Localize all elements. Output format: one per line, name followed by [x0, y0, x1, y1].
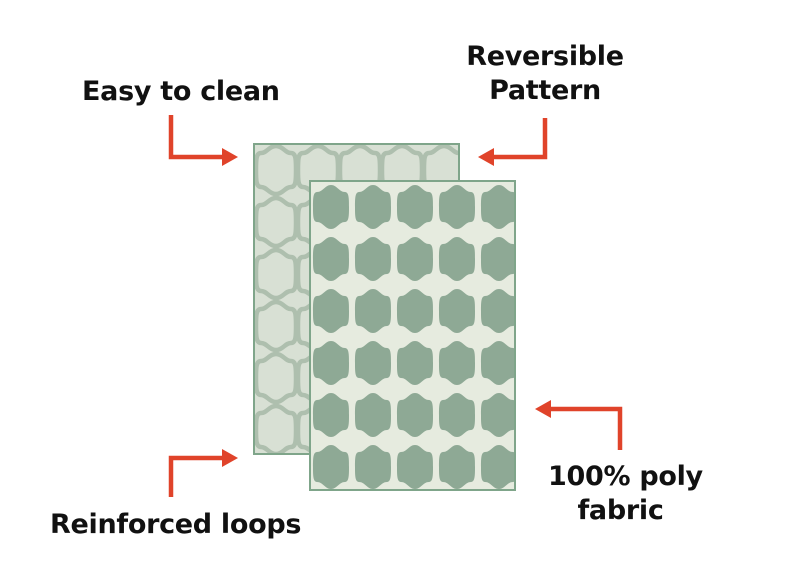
arrow-easy-to-clean — [168, 115, 238, 166]
callout-poly-fabric: 100% poly fabric — [548, 460, 703, 528]
callout-reversible-line1: Reversible — [466, 41, 624, 72]
callout-easy-to-clean: Easy to clean — [82, 75, 280, 109]
arrow-reversible-pattern — [478, 118, 548, 166]
front-rug — [309, 180, 516, 491]
callout-reinforced-loops-text: Reinforced loops — [50, 509, 302, 540]
callout-poly-line1: 100% poly — [548, 461, 703, 492]
callout-easy-to-clean-text: Easy to clean — [82, 76, 280, 107]
arrow-reinforced-loops — [168, 449, 238, 497]
callout-poly-line2: fabric — [577, 495, 664, 526]
callout-reversible-line2: Pattern — [489, 75, 601, 106]
arrow-poly-fabric — [535, 400, 623, 450]
callout-reinforced-loops: Reinforced loops — [50, 508, 301, 542]
callout-reversible-pattern: Reversible Pattern — [460, 40, 630, 108]
